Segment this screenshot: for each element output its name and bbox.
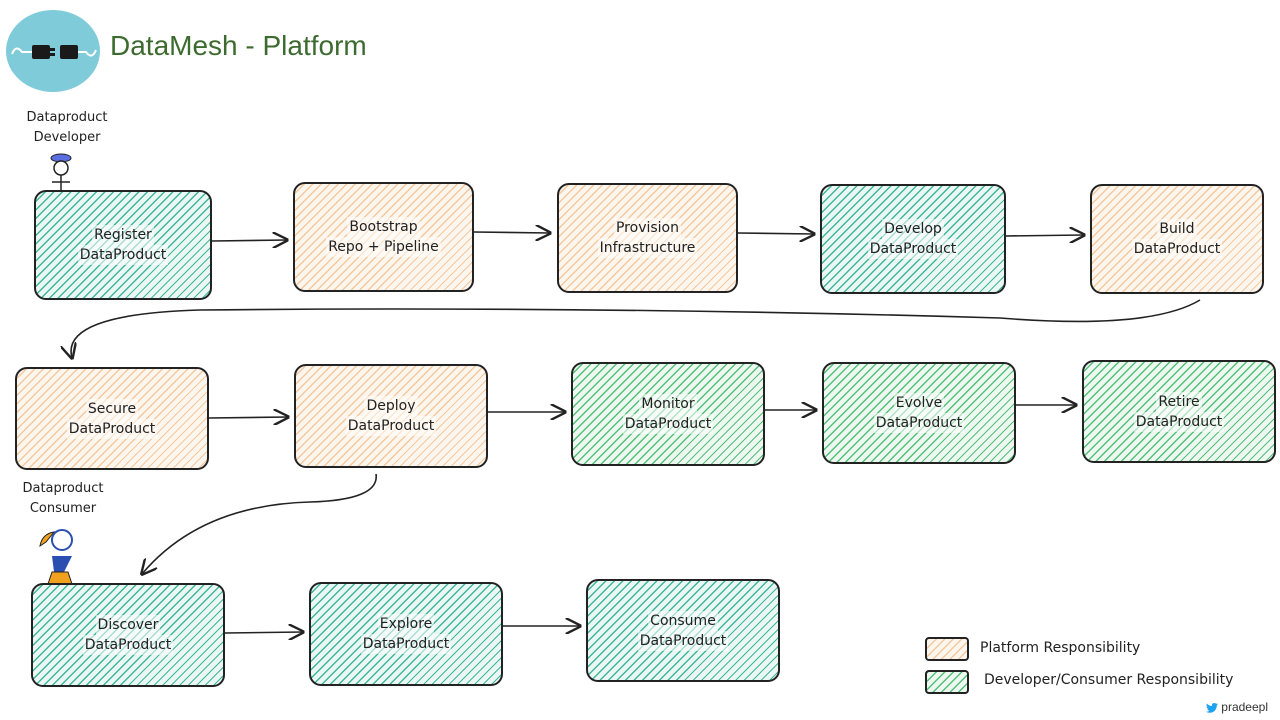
arrow-build-to-secure	[71, 299, 1201, 358]
plug-connector-icon	[11, 45, 97, 59]
logo-plug-icon	[6, 10, 100, 92]
role-label-consumer: Dataproduct Consumer	[22, 481, 104, 516]
page-title: DataMesh - Platform	[110, 30, 367, 61]
twitter-bird-icon	[1205, 702, 1218, 713]
role-label-developer: Dataproduct Developer	[26, 110, 108, 145]
arrow-deploy-to-discover	[142, 473, 377, 574]
arrow-develop-to-build	[1005, 235, 1084, 236]
arrow-provision-to-develop	[737, 233, 814, 234]
legend-label-platform: Platform Responsibility	[980, 640, 1141, 656]
arrow-secure-to-deploy	[208, 417, 288, 418]
legend-label-developer: Developer/Consumer Responsibility	[984, 672, 1234, 688]
arrow-register-to-bootstrap	[211, 240, 287, 241]
credit-handle[interactable]: pradeepl	[1205, 700, 1268, 714]
arrow-discover-to-explore	[224, 632, 303, 633]
arrow-bootstrap-to-provision	[473, 232, 550, 233]
legend-swatch-developer	[925, 670, 969, 694]
legend-swatch-platform	[925, 637, 969, 661]
